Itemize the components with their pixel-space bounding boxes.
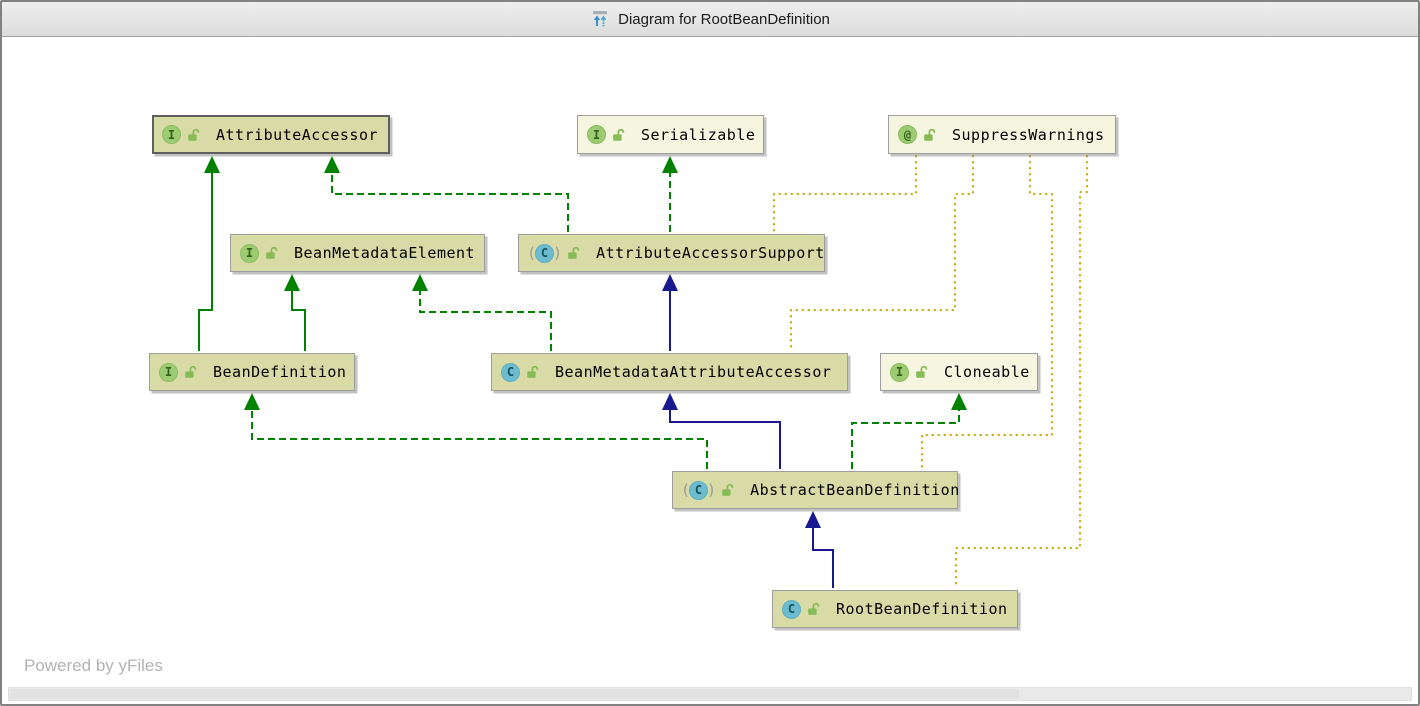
abstract-paren-left: (: [527, 244, 537, 262]
arrowhead-RootBeanDefinition--AbstractBeanDefinition: [805, 511, 821, 528]
class-name-label: BeanMetadataAttributeAccessor: [555, 363, 832, 381]
public-open-lock-icon: [265, 246, 278, 260]
public-open-lock-icon: [612, 128, 625, 142]
edge-BeanDefinition--BeanMetadataElement: [291, 288, 306, 351]
interface-icon: I: [162, 125, 181, 144]
interface-icon: I: [159, 362, 178, 382]
class-name-label: AbstractBeanDefinition: [750, 481, 960, 499]
abstract-paren-right: ): [707, 481, 717, 499]
node-BeanMetadataElement[interactable]: ( I ) BeanMetadataElement: [230, 234, 485, 272]
arrowhead-BeanMetadataAttributeAccessor--BeanMetadataElement: [412, 274, 428, 291]
edge-SuppressWarnings--AttributeAccessorSupport: [773, 155, 917, 233]
interface-icon: I: [240, 243, 259, 263]
edge-AttributeAccessorSupport--AttributeAccessor: [331, 170, 569, 232]
arrowhead-AttributeAccessorSupport--Serializable: [662, 156, 678, 173]
yfiles-watermark: Powered by yFiles: [24, 656, 163, 675]
edge-BeanMetadataAttributeAccessor--BeanMetadataElement: [419, 288, 552, 351]
diagram-canvas[interactable]: ( I ) AttributeAccessor ( I ) Serializab…: [2, 38, 1418, 682]
class-name-label: SuppressWarnings: [952, 125, 1105, 144]
interface-icon: I: [587, 125, 606, 144]
class-name-label: BeanMetadataElement: [294, 244, 476, 262]
arrowhead-AbstractBeanDefinition--Cloneable: [951, 393, 967, 410]
class-name-label: Serializable: [641, 125, 756, 144]
abstract-paren-right: ): [553, 244, 563, 262]
node-RootBeanDefinition[interactable]: ( C ) RootBeanDefinition: [772, 590, 1018, 628]
node-Cloneable[interactable]: ( I ) Cloneable: [880, 353, 1038, 391]
horizontal-scrollbar[interactable]: [8, 687, 1412, 701]
arrowhead-BeanMetadataAttributeAccessor--AttributeAccessorSupport: [662, 274, 678, 291]
edge-SuppressWarnings--AbstractBeanDefinition: [921, 155, 1053, 470]
edge-AbstractBeanDefinition--BeanMetadataAttributeAccessor: [669, 407, 781, 469]
abstract-class-icon: C: [689, 480, 709, 500]
arrowhead-AbstractBeanDefinition--BeanDefinition: [244, 393, 260, 410]
class-name-label: AttributeAccessor: [216, 125, 379, 144]
class-name-label: Cloneable: [944, 363, 1030, 381]
interface-icon: I: [890, 362, 909, 382]
arrowhead-BeanDefinition--BeanMetadataElement: [284, 274, 300, 291]
node-Serializable[interactable]: ( I ) Serializable: [577, 115, 764, 154]
node-SuppressWarnings[interactable]: ( @ ) SuppressWarnings: [888, 115, 1116, 154]
public-open-lock-icon: [526, 365, 539, 379]
node-AttributeAccessorSupport[interactable]: ( C ) AttributeAccessorSupport: [518, 234, 825, 272]
public-open-lock-icon: [923, 128, 936, 142]
class-name-label: RootBeanDefinition: [836, 600, 1008, 618]
edge-AbstractBeanDefinition--Cloneable: [851, 407, 960, 469]
arrowhead-AbstractBeanDefinition--BeanMetadataAttributeAccessor: [662, 393, 678, 410]
popup-title: Diagram for RootBeanDefinition: [618, 10, 830, 28]
public-open-lock-icon: [721, 483, 734, 497]
node-BeanDefinition[interactable]: ( I ) BeanDefinition: [149, 353, 355, 391]
edge-BeanDefinition--AttributeAccessor: [198, 170, 213, 351]
class-icon: C: [782, 599, 801, 619]
edge-RootBeanDefinition--AbstractBeanDefinition: [812, 525, 834, 588]
annotation-icon: @: [898, 125, 917, 144]
abstract-paren-left: (: [681, 481, 691, 499]
public-open-lock-icon: [187, 128, 200, 142]
class-name-label: BeanDefinition: [213, 363, 347, 381]
class-name-label: AttributeAccessorSupport: [596, 244, 825, 262]
public-open-lock-icon: [184, 365, 197, 379]
arrowhead-AttributeAccessorSupport--AttributeAccessor: [324, 156, 340, 173]
public-open-lock-icon: [807, 602, 820, 616]
uml-popup-icon: [590, 9, 610, 29]
abstract-class-icon: C: [535, 243, 555, 263]
node-AttributeAccessor[interactable]: ( I ) AttributeAccessor: [152, 115, 390, 154]
node-AbstractBeanDefinition[interactable]: ( C ) AbstractBeanDefinition: [672, 471, 960, 509]
popup-title-bar[interactable]: Diagram for RootBeanDefinition: [2, 2, 1418, 37]
class-icon: C: [501, 362, 520, 382]
public-open-lock-icon: [915, 365, 928, 379]
scrollbar-thumb[interactable]: [10, 689, 1020, 699]
arrowhead-BeanDefinition--AttributeAccessor: [204, 156, 220, 173]
node-BeanMetadataAttributeAccessor[interactable]: ( C ) BeanMetadataAttributeAccessor: [491, 353, 848, 391]
edge-AbstractBeanDefinition--BeanDefinition: [251, 407, 708, 469]
public-open-lock-icon: [567, 246, 580, 260]
